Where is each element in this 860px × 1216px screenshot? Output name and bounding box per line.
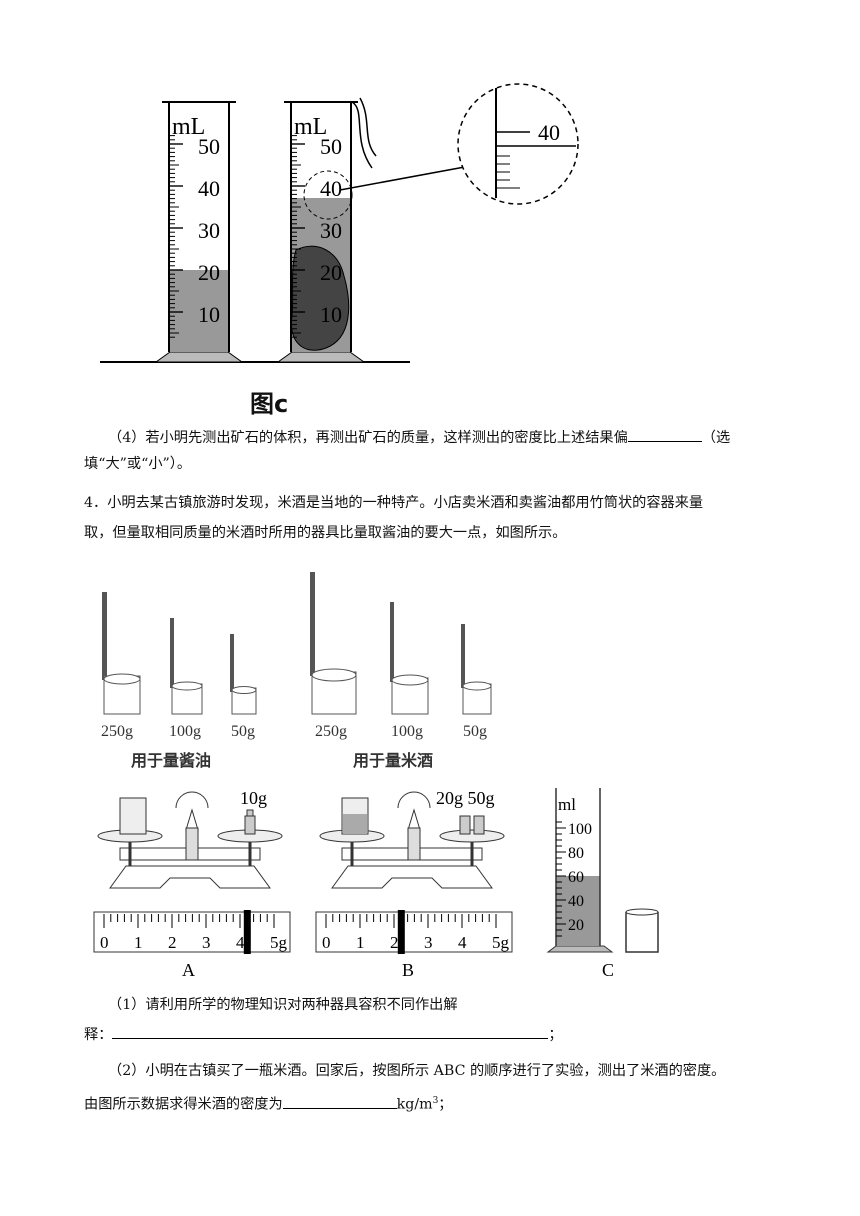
scale-10: 10 xyxy=(198,302,220,327)
q1-suffix: ； xyxy=(548,1027,563,1043)
ruler-number: 0 xyxy=(322,933,331,952)
unit-label: mL xyxy=(294,114,327,140)
balance-b-weights-label: 20g 50g xyxy=(436,788,495,808)
ruler-number: 0 xyxy=(100,933,109,952)
cylinder-with-rock: mL 50 40 30 20 10 xyxy=(276,97,471,363)
scale-20: 20 xyxy=(320,260,342,285)
q2-suffix: ； xyxy=(438,1096,453,1113)
wine-caption: 用于量米酒 xyxy=(353,751,433,770)
soy-measure-50g xyxy=(230,634,257,715)
ruler-number: 2 xyxy=(390,933,399,952)
balance-a-weight-label: 10g xyxy=(240,788,267,808)
cylinder-c: ml 100 80 60 40 20 xyxy=(546,788,614,953)
rider-marker-a xyxy=(243,910,251,954)
question-1: （1）请利用所学的物理知识对两种器具容积不同作出解 释： ； xyxy=(84,992,784,1048)
label-b: B xyxy=(402,960,414,980)
problem-4-stem: 4．小明去某古镇旅游时发现，米酒是当地的一种特产。小店卖米酒和卖酱油都用竹筒状的… xyxy=(84,490,784,546)
q2-unit: kg/m xyxy=(396,1096,433,1113)
soy-measure-100g xyxy=(170,618,203,715)
ruler-number: 4 xyxy=(236,933,245,952)
q4-text: （4）若小明先测出矿石的体积，再测出矿石的质量，这样测出的密度比上述结果偏 xyxy=(108,430,628,446)
wine-measure-250g xyxy=(310,572,357,715)
q1-line-1: （1）请利用所学的物理知识对两种器具容积不同作出解 xyxy=(108,997,458,1013)
scale-30: 30 xyxy=(320,218,342,243)
scale-40: 40 xyxy=(198,176,220,201)
ruler-number: 5g xyxy=(492,933,510,952)
scale-40: 40 xyxy=(320,176,342,201)
ruler-a: 0 1 2 3 4 5g xyxy=(93,910,291,954)
q1-prefix: 释： xyxy=(84,1027,113,1043)
wine-measure-50g xyxy=(461,624,492,715)
label-c: C xyxy=(602,960,614,980)
soy-measure-250g xyxy=(102,592,141,715)
q2-prefix: 由图所示数据求得米酒的密度为 xyxy=(84,1096,283,1113)
question-2: （2）小明在古镇买了一瓶米酒。回家后，按图所示 ABC 的顺序进行了实验，测出了… xyxy=(84,1058,784,1118)
stem-line-2: 取，但量取相同质量的米酒时所用的器具比量取酱油的要大一点，如图所示。 xyxy=(84,525,567,541)
ruler-b: 0 1 2 3 4 5g xyxy=(315,910,513,954)
scale-20: 20 xyxy=(198,260,220,285)
ruler-number: 3 xyxy=(202,933,211,952)
soy-50g-label: 50g xyxy=(231,723,255,740)
wine-measure-100g xyxy=(390,602,429,715)
soy-caption: 用于量酱油 xyxy=(131,751,211,770)
question-4-sub: （4）若小明先测出矿石的体积，再测出矿石的质量，这样测出的密度比上述结果偏（选填… xyxy=(84,425,784,477)
empty-beaker xyxy=(625,908,659,953)
balance-experiment-diagram: 10g 0 1 2 3 4 5g A 20g 50g 0 1 2 3 4 5g B xyxy=(93,788,659,980)
balance-b: 20g 50g xyxy=(319,788,505,889)
wine-250g-label: 250g xyxy=(315,723,347,740)
ruler-number: 5g xyxy=(270,933,288,952)
answer-blank-q4[interactable] xyxy=(627,427,702,442)
cyl-scale-100: 100 xyxy=(568,821,592,838)
ruler-number: 4 xyxy=(458,933,467,952)
cyl-scale-20: 20 xyxy=(568,917,584,934)
scale-10: 10 xyxy=(320,302,342,327)
measuring-cups-diagram: 250g 100g 50g 用于量酱油 250g 100g 50g 用于量米酒 xyxy=(101,572,492,770)
q4-suffix: （选填“大”或“小”）。 xyxy=(84,430,731,472)
answer-blank-q2[interactable] xyxy=(282,1094,397,1109)
cyl-scale-60: 60 xyxy=(568,869,584,886)
answer-blank-q1[interactable] xyxy=(112,1024,549,1039)
ruler-number: 2 xyxy=(168,933,177,952)
ruler-number: 1 xyxy=(356,933,365,952)
scale-50: 50 xyxy=(198,134,220,159)
cyl-scale-80: 80 xyxy=(568,845,584,862)
unit-label: mL xyxy=(172,114,205,140)
figure-c-diagram: mL 50 40 30 20 10 mL 50 40 30 20 10 40 xyxy=(100,83,579,363)
scale-30: 30 xyxy=(198,218,220,243)
ruler-number: 3 xyxy=(424,933,433,952)
stem-line-1: 4．小明去某古镇旅游时发现，米酒是当地的一种特产。小店卖米酒和卖酱油都用竹筒状的… xyxy=(84,495,704,511)
wine-100g-label: 100g xyxy=(391,723,423,740)
soy-250g-label: 250g xyxy=(101,723,133,740)
cylinder-unit-label: ml xyxy=(558,795,576,814)
figure-c-caption: 图c xyxy=(250,390,289,418)
q2-line-1: （2）小明在古镇买了一瓶米酒。回家后，按图所示 ABC 的顺序进行了实验，测出了… xyxy=(108,1063,726,1079)
balance-a: 10g xyxy=(97,788,283,889)
wine-50g-label: 50g xyxy=(463,723,487,740)
cylinder-water-only: mL 50 40 30 20 10 xyxy=(154,101,244,363)
soy-100g-label: 100g xyxy=(169,723,201,740)
zoom-inset: 40 xyxy=(457,83,579,205)
ruler-number: 1 xyxy=(134,933,143,952)
q2-unit-exponent: 3 xyxy=(432,1096,439,1106)
label-a: A xyxy=(182,960,195,980)
zoom-40-label: 40 xyxy=(538,120,560,145)
rider-marker-b xyxy=(397,910,405,954)
scale-50: 50 xyxy=(320,134,342,159)
cyl-scale-40: 40 xyxy=(568,893,584,910)
